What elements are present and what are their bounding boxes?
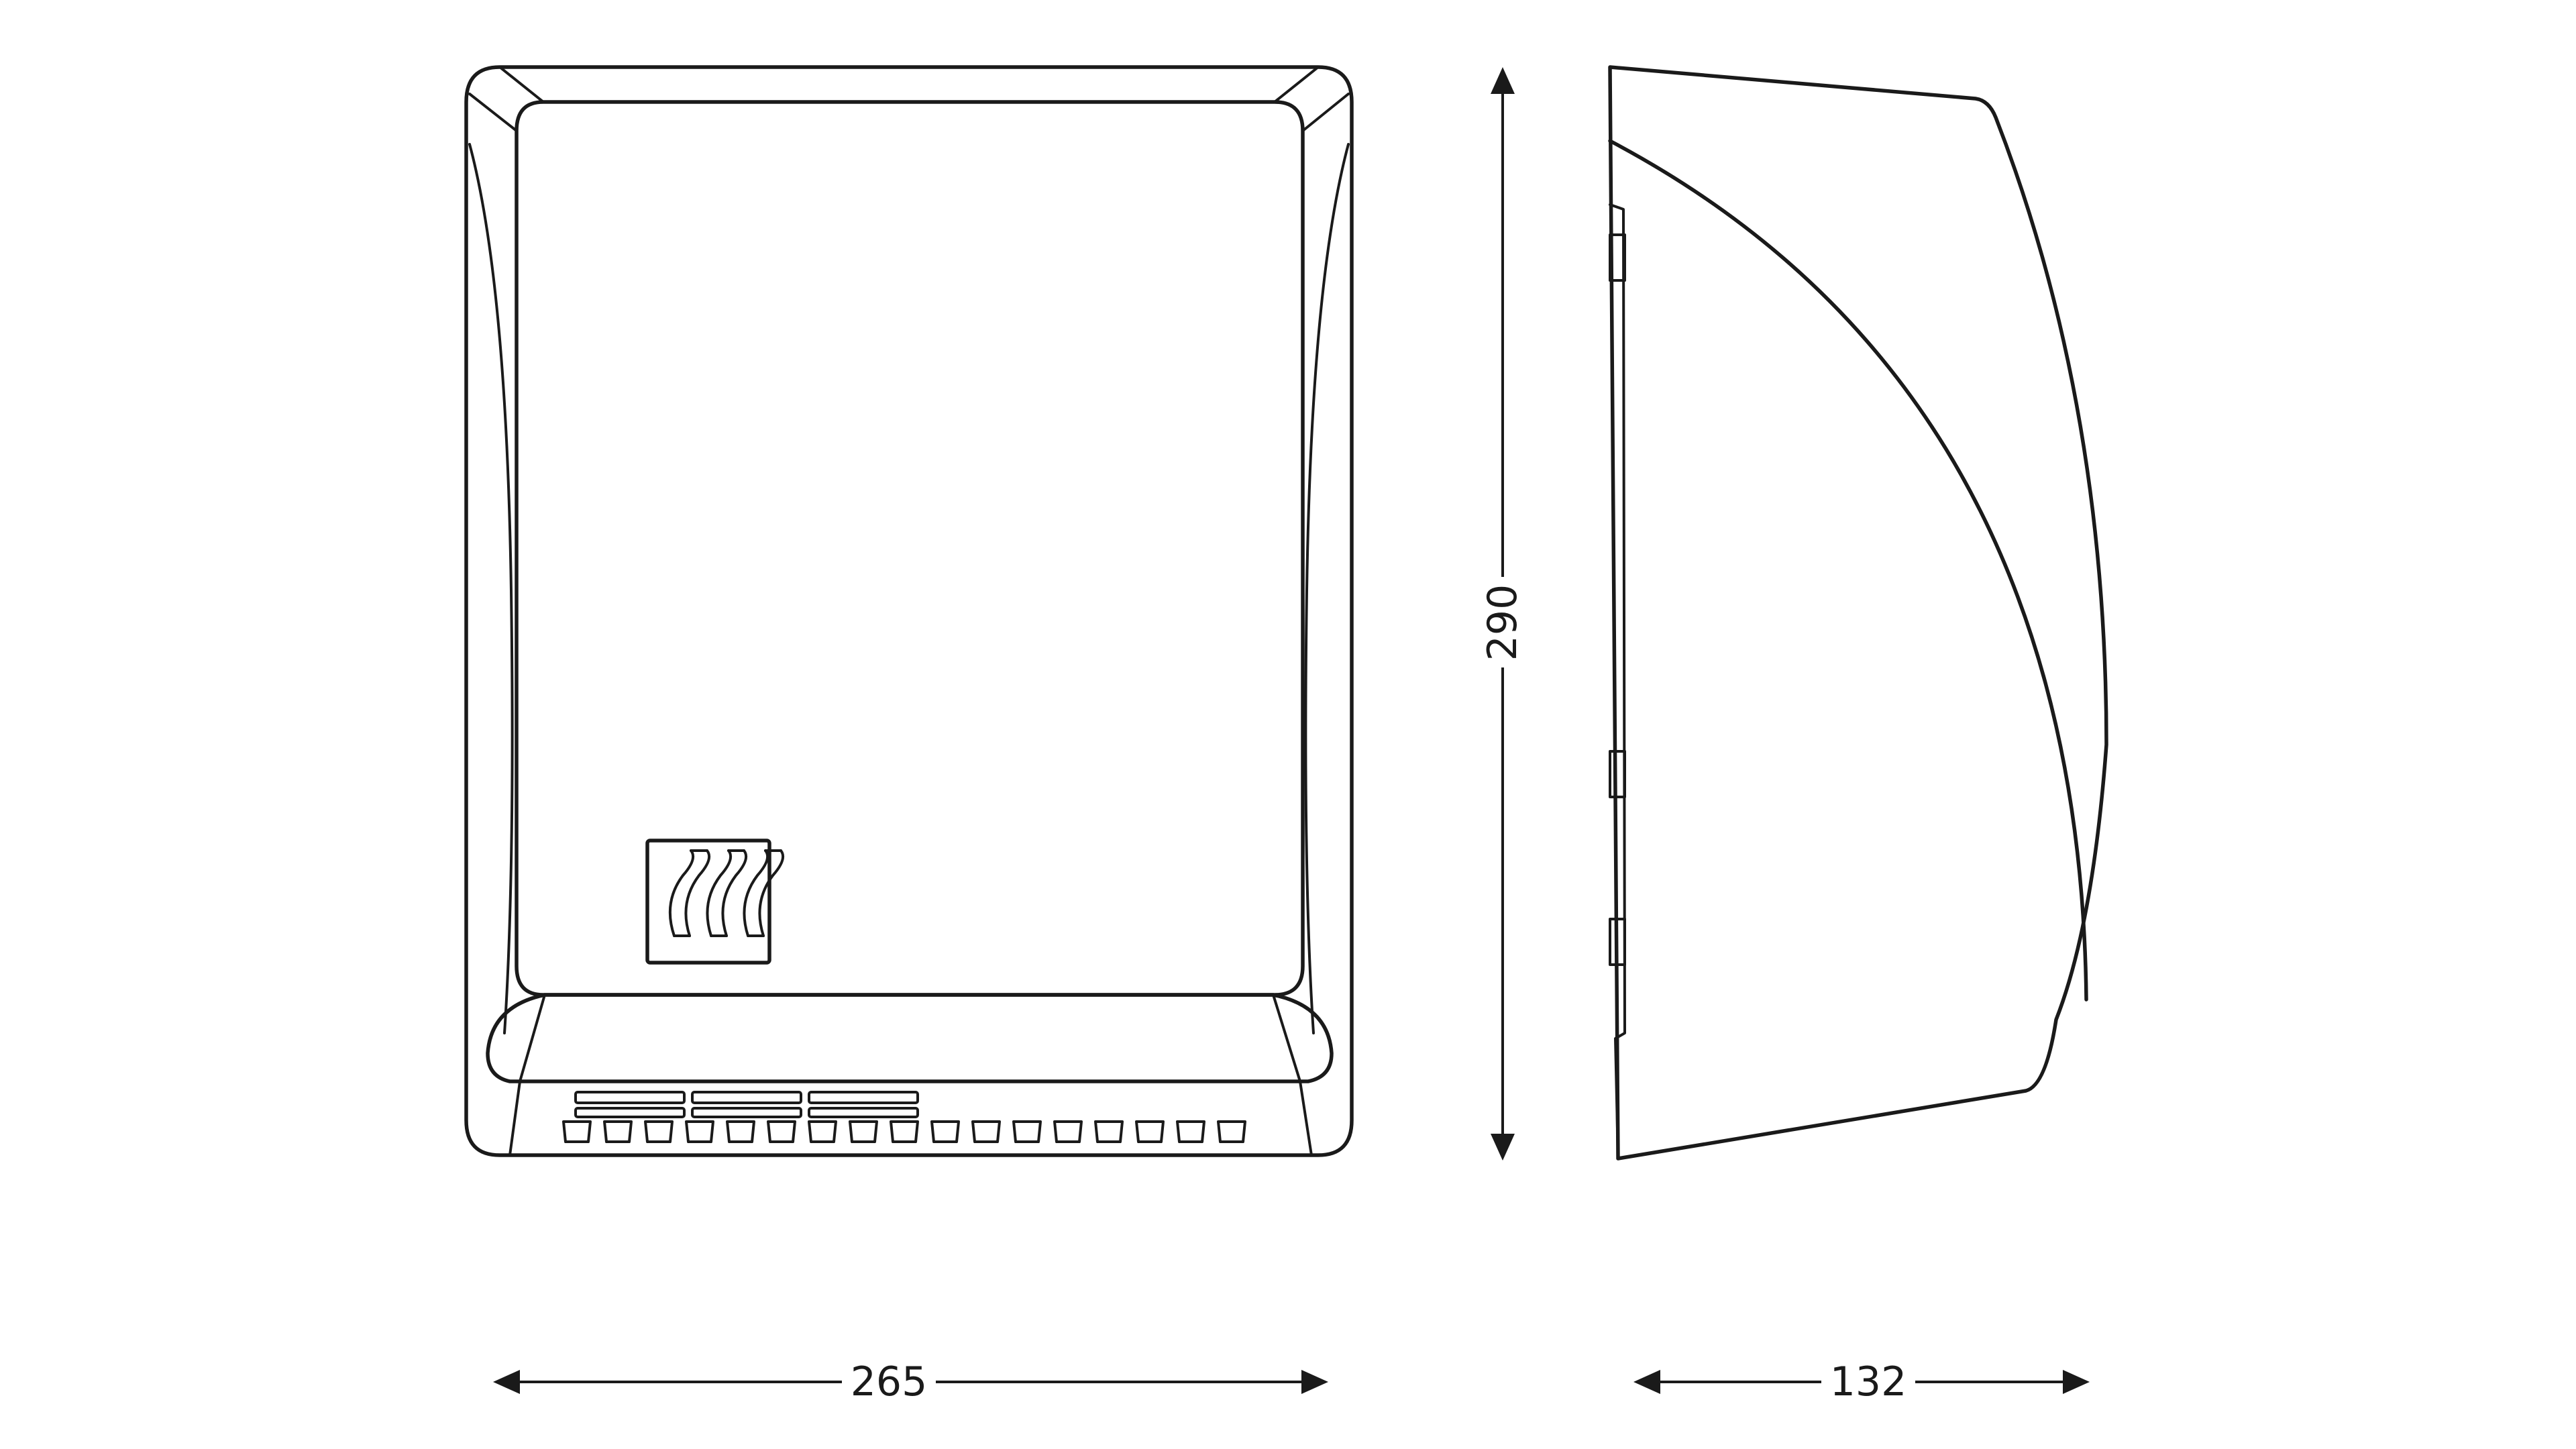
depth-dimension: 132 <box>1633 1358 2090 1405</box>
front-bottom-lip-left <box>508 994 546 1157</box>
small-vent-slot <box>1217 1120 1246 1143</box>
side-view <box>1608 65 2108 1161</box>
front-inner-panel <box>515 100 1305 997</box>
small-vent-slot <box>1012 1120 1042 1143</box>
heat-waves-icon <box>645 839 784 965</box>
small-vent-slot <box>644 1120 674 1143</box>
wide-vent-slot <box>574 1107 686 1118</box>
arrow-head-right <box>2063 1370 2090 1394</box>
wide-vent-slot <box>691 1091 802 1104</box>
mounting-clip <box>1609 750 1626 798</box>
arrow-head-left <box>1633 1370 1660 1394</box>
arrow-head-up <box>1491 67 1515 94</box>
arrow-head-down <box>1491 1134 1515 1161</box>
mounting-clip <box>1609 918 1626 966</box>
front-small-vents <box>562 1120 1246 1143</box>
height-dimension: 290 <box>1479 67 1526 1161</box>
small-vent-slot <box>562 1120 592 1143</box>
wide-vent-slot <box>808 1107 919 1118</box>
width-label: 265 <box>851 1358 928 1405</box>
wide-vent-slot <box>808 1091 919 1104</box>
width-dimension: 265 <box>493 1358 1328 1405</box>
small-vent-slot <box>1135 1120 1165 1143</box>
small-vent-slot <box>808 1120 837 1143</box>
front-wide-vents <box>574 1091 919 1118</box>
arrow-head-right <box>1301 1370 1328 1394</box>
side-outer-profile <box>1608 65 2108 1161</box>
front-outer-housing <box>464 65 1354 1157</box>
wide-vent-slot <box>691 1107 802 1118</box>
small-vent-slot <box>1176 1120 1205 1143</box>
small-vent-slot <box>1053 1120 1083 1143</box>
small-vent-slot <box>1094 1120 1124 1143</box>
small-vent-slot <box>767 1120 796 1143</box>
small-vent-slot <box>971 1120 1001 1143</box>
front-bevel-top-left-2 <box>468 93 518 132</box>
mounting-clip <box>1609 233 1626 282</box>
front-right-side-curve <box>1304 143 1350 1034</box>
small-vent-slot <box>849 1120 878 1143</box>
front-bottom-lip-right <box>1272 994 1313 1157</box>
small-vent-slot <box>726 1120 755 1143</box>
wide-vent-slot <box>574 1091 686 1104</box>
front-bevel-top-left <box>498 66 545 103</box>
small-vent-slot <box>685 1120 714 1143</box>
front-left-side-curve <box>468 143 514 1034</box>
side-back-wall <box>1609 203 1626 1160</box>
small-vent-slot <box>890 1120 919 1143</box>
side-curve-line <box>1608 139 2088 1002</box>
depth-label: 132 <box>1830 1358 1907 1405</box>
arrow-head-left <box>493 1370 520 1394</box>
front-bottom-lip <box>486 993 1334 1083</box>
small-vent-slot <box>930 1120 960 1143</box>
front-bevel-top-right <box>1273 66 1320 103</box>
front-view <box>464 65 1354 1157</box>
height-label: 290 <box>1479 584 1526 661</box>
small-vent-slot <box>603 1120 633 1143</box>
front-bevel-top-right-2 <box>1301 93 1350 132</box>
